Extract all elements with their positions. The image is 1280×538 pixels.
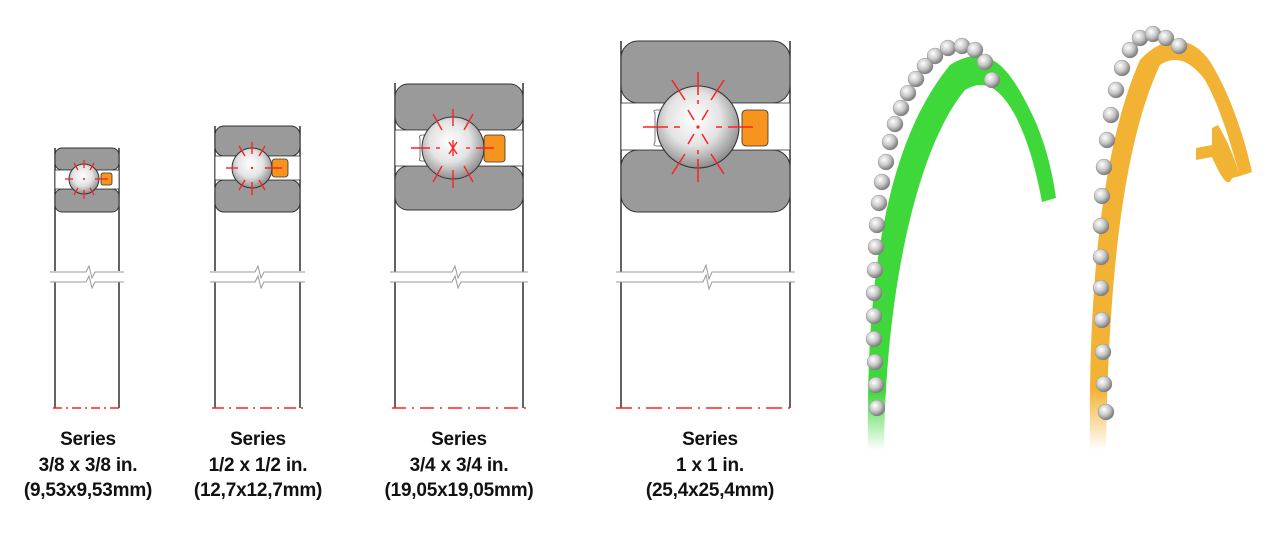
series-title: Series [682, 429, 738, 450]
series-label-1-1: Series 1 x 1 in. (25,4x25,4mm) [645, 427, 775, 504]
series-size-mm: (9,53x9,53mm) [23, 480, 153, 501]
series-size-inches: 3/8 x 3/8 in. [38, 454, 138, 476]
series-size-inches: 1/2 x 1/2 in. [208, 454, 308, 476]
series-label-3-4: Series 3/4 x 3/4 in. (19,05x19,05mm) [384, 427, 533, 504]
cross-section-1-2 [210, 125, 305, 409]
cross-section-1-1 [616, 40, 796, 409]
series-title: Series [60, 429, 116, 450]
series-label-1-2: Series 1/2 x 1/2 in. (12,7x12,7mm) [193, 427, 323, 504]
series-size-mm: (19,05x19,05mm) [384, 480, 534, 501]
series-size-mm: (25,4x25,4mm) [645, 480, 775, 501]
series-title: Series [230, 429, 286, 450]
series-label-3-8: Series 3/8 x 3/8 in. (9,53x9,53mm) [23, 427, 153, 504]
series-size-inches: 3/4 x 3/4 in. [409, 454, 509, 476]
cross-section-3-8 [50, 147, 124, 409]
green-cage-bearing-photo [865, 37, 1056, 450]
series-size-mm: (12,7x12,7mm) [193, 480, 323, 501]
gold-cage-bearing-photo [1089, 25, 1252, 451]
cross-section-3-4 [390, 83, 528, 409]
series-size-inches: 1 x 1 in. [676, 454, 744, 476]
series-title: Series [431, 429, 487, 450]
